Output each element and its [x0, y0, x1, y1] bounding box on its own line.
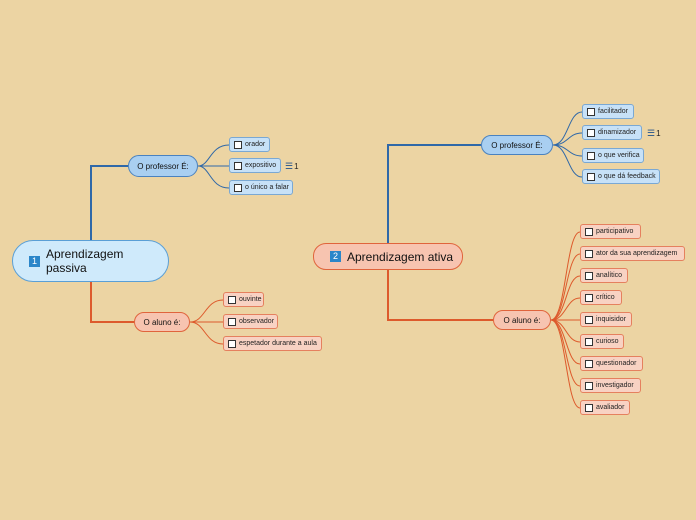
- topic-aprendizagem-ativa[interactable]: 2 Aprendizagem ativa: [313, 243, 463, 270]
- subtopic-professor-ativa[interactable]: O professor É:: [481, 135, 553, 155]
- leaf-participativo[interactable]: participativo: [580, 224, 641, 239]
- leaf-investigador[interactable]: investigador: [580, 378, 641, 393]
- leaf-label: o único a falar: [245, 184, 289, 191]
- topic-aprendizagem-passiva[interactable]: 1 Aprendizagem passiva: [12, 240, 169, 282]
- topic-number-badge: 2: [330, 251, 341, 262]
- leaf-critico[interactable]: crítico: [580, 290, 622, 305]
- leaf-label: crítico: [596, 294, 615, 301]
- checkbox-icon[interactable]: [585, 337, 593, 346]
- list-icon: ☰: [285, 160, 294, 171]
- checkbox-icon[interactable]: [228, 317, 236, 326]
- leaf-inquisidor[interactable]: inquisidor: [580, 312, 632, 327]
- subtopic-label: O aluno é:: [503, 315, 541, 325]
- subtopic-label: O aluno é:: [143, 317, 181, 327]
- leaf-label: inquisidor: [596, 316, 626, 323]
- link-t2-professor: [387, 144, 481, 243]
- leaf-avaliador[interactable]: avaliador: [580, 400, 630, 415]
- checkbox-icon[interactable]: [587, 151, 595, 160]
- link-t2-aluno: [387, 270, 493, 321]
- leaf-expositivo[interactable]: expositivo: [229, 158, 281, 173]
- subtopic-label: O professor É:: [491, 140, 543, 150]
- leaf-label: questionador: [596, 360, 637, 367]
- leaf-label: ator da sua aprendizagem: [596, 250, 678, 257]
- leaf-dinamizador[interactable]: dinamizador: [582, 125, 642, 140]
- link-t1-aluno: [90, 282, 134, 323]
- checkbox-icon[interactable]: [585, 249, 593, 258]
- links-t1-professor-items: [197, 144, 230, 189]
- leaf-label: dinamizador: [598, 129, 637, 136]
- checkbox-icon[interactable]: [587, 128, 595, 137]
- links-t2-aluno-items: [550, 231, 581, 409]
- checkbox-icon[interactable]: [585, 271, 593, 280]
- leaf-o-que-verifica[interactable]: o que verifica: [582, 148, 644, 163]
- checkbox-icon[interactable]: [585, 315, 593, 324]
- leaf-facilitador[interactable]: facilitador: [582, 104, 634, 119]
- leaf-observador[interactable]: observador: [223, 314, 278, 329]
- checkbox-icon[interactable]: [228, 295, 236, 304]
- checkbox-icon[interactable]: [228, 339, 236, 348]
- subtopic-label: O professor É:: [137, 161, 189, 171]
- checkbox-icon[interactable]: [585, 381, 593, 390]
- leaf-label: curioso: [596, 338, 619, 345]
- links-t1-aluno-items: [189, 299, 224, 345]
- link-t1-professor: [90, 165, 128, 240]
- notes-count: 1: [294, 161, 299, 171]
- leaf-espetador-durante-a-aula[interactable]: espetador durante a aula: [223, 336, 322, 351]
- leaf-o-unico-a-falar[interactable]: o único a falar: [229, 180, 293, 195]
- notes-indicator[interactable]: ☰ 1: [647, 126, 661, 140]
- leaf-ator-da-sua-aprendizagem[interactable]: ator da sua aprendizagem: [580, 246, 685, 261]
- links-t2-professor-items: [552, 111, 583, 178]
- checkbox-icon[interactable]: [234, 140, 242, 149]
- leaf-label: analítico: [596, 272, 623, 279]
- checkbox-icon[interactable]: [585, 227, 593, 236]
- leaf-label: o que verifica: [598, 152, 640, 159]
- checkbox-icon[interactable]: [585, 403, 593, 412]
- topic-title: Aprendizagem passiva: [46, 247, 124, 275]
- list-icon: ☰: [647, 127, 656, 138]
- topic-title: Aprendizagem ativa: [347, 249, 454, 264]
- topic-number-badge: 1: [29, 255, 40, 267]
- checkbox-icon[interactable]: [585, 359, 593, 368]
- leaf-label: facilitador: [598, 108, 628, 115]
- leaf-curioso[interactable]: curioso: [580, 334, 624, 349]
- leaf-label: espetador durante a aula: [239, 340, 317, 347]
- leaf-label: expositivo: [245, 162, 277, 169]
- subtopic-aluno-ativa[interactable]: O aluno é:: [493, 310, 551, 330]
- leaf-questionador[interactable]: questionador: [580, 356, 643, 371]
- checkbox-icon[interactable]: [234, 161, 242, 170]
- checkbox-icon[interactable]: [587, 107, 595, 116]
- leaf-label: avaliador: [596, 404, 625, 411]
- subtopic-aluno-passiva[interactable]: O aluno é:: [134, 312, 190, 332]
- checkbox-icon[interactable]: [587, 172, 595, 181]
- subtopic-professor-passiva[interactable]: O professor É:: [128, 155, 198, 177]
- leaf-o-que-da-feedback[interactable]: o que dá feedback: [582, 169, 660, 184]
- leaf-label: participativo: [596, 228, 634, 235]
- checkbox-icon[interactable]: [234, 183, 242, 192]
- leaf-orador[interactable]: orador: [229, 137, 270, 152]
- leaf-label: orador: [245, 141, 266, 148]
- leaf-ouvinte[interactable]: ouvinte: [223, 292, 264, 307]
- leaf-label: investigador: [596, 382, 634, 389]
- notes-indicator[interactable]: ☰ 1: [285, 159, 299, 173]
- checkbox-icon[interactable]: [585, 293, 593, 302]
- leaf-analitico[interactable]: analítico: [580, 268, 628, 283]
- leaf-label: o que dá feedback: [598, 173, 656, 180]
- leaf-label: observador: [239, 318, 275, 325]
- leaf-label: ouvinte: [239, 296, 262, 303]
- notes-count: 1: [656, 128, 661, 138]
